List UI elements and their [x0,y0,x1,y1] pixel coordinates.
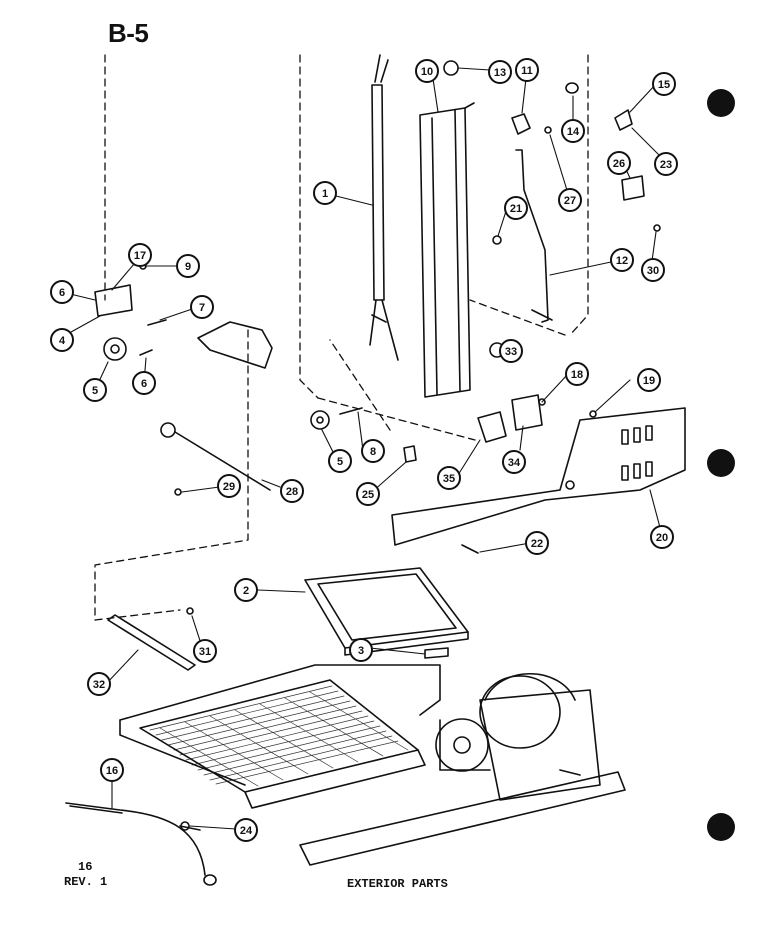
svg-text:12: 12 [616,255,628,267]
svg-text:23: 23 [660,159,672,171]
svg-text:31: 31 [199,646,211,658]
svg-text:20: 20 [656,532,668,544]
svg-text:13: 13 [494,67,506,79]
svg-text:5: 5 [337,456,343,468]
svg-text:6: 6 [59,287,65,299]
binder-dots [707,89,735,841]
callout-33: 33 [499,339,523,363]
callout-15: 15 [652,72,676,96]
callout-29: 29 [217,474,241,498]
svg-text:30: 30 [647,265,659,277]
svg-text:7: 7 [199,302,205,314]
callout-18: 18 [565,362,589,386]
callout-5b: 5 [328,449,352,473]
condenser-base [119,664,626,866]
condenser-coil [149,685,409,787]
svg-text:29: 29 [223,481,235,493]
svg-text:28: 28 [286,486,298,498]
svg-text:15: 15 [658,79,670,91]
callout-17: 17 [128,243,152,267]
callout-35: 35 [437,466,461,490]
svg-text:22: 22 [531,538,543,550]
callout-32: 32 [87,672,111,696]
callout-11: 11 [515,58,539,82]
callout-25: 25 [356,482,380,506]
callout-9: 9 [176,254,200,278]
callout-3: 3 [349,638,373,662]
callout-14: 14 [561,119,585,143]
svg-text:2: 2 [243,585,249,597]
callout-2: 2 [234,578,258,602]
svg-text:8: 8 [370,446,376,458]
revision-label: REV. 1 [64,875,108,889]
svg-text:5: 5 [92,385,98,397]
callout-26: 26 [607,151,631,175]
svg-text:27: 27 [564,195,576,207]
callout-27: 27 [558,188,582,212]
support-bar [107,607,196,671]
svg-text:34: 34 [508,457,521,469]
heater-tube [369,54,399,361]
svg-text:35: 35 [443,473,455,485]
callout-10: 10 [415,59,439,83]
callout-22: 22 [525,531,549,555]
callout-5a: 5 [83,378,107,402]
rail-panel [391,407,686,554]
svg-text:14: 14 [567,126,580,138]
callout-23: 23 [654,152,678,176]
binder-dot-middle [707,449,735,477]
callout-7: 7 [190,295,214,319]
callout-13: 13 [488,60,512,84]
callout-24: 24 [234,818,258,842]
callout-21: 21 [504,196,528,220]
svg-text:32: 32 [93,679,105,691]
power-cord [65,802,217,886]
svg-text:9: 9 [185,261,191,273]
svg-text:26: 26 [613,158,625,170]
callout-30: 30 [641,258,665,282]
page-number: 16 [78,860,93,874]
callout-6a: 6 [132,371,156,395]
svg-text:24: 24 [240,825,253,837]
callout-16: 16 [100,758,124,782]
drain-pan [304,567,469,659]
svg-text:21: 21 [510,203,522,215]
footer-caption: EXTERIOR PARTS [347,877,448,891]
callout-bubbles: 1 2 3 4 5 5 6 6 7 8 9 10 11 12 13 14 15 … [50,58,678,842]
section-title: B-5 [108,18,149,48]
svg-text:19: 19 [643,375,655,387]
callout-19: 19 [637,368,661,392]
top-fittings [443,60,661,358]
callout-31: 31 [193,639,217,663]
binder-dot-top [707,89,735,117]
binder-dot-bottom [707,813,735,841]
svg-text:3: 3 [358,645,364,657]
control-components [477,394,597,443]
svg-text:25: 25 [362,489,374,501]
svg-text:1: 1 [322,188,328,200]
svg-text:16: 16 [106,765,118,777]
svg-text:10: 10 [421,66,433,78]
svg-text:6: 6 [141,378,147,390]
drain-tube [515,149,553,323]
svg-text:11: 11 [521,65,533,77]
channel-panel [419,102,475,398]
callout-20: 20 [650,525,674,549]
cabinet-outline [94,54,589,621]
callout-8: 8 [361,439,385,463]
svg-text:18: 18 [571,369,583,381]
svg-text:33: 33 [505,346,517,358]
callout-4: 4 [50,328,74,352]
callout-1: 1 [313,181,337,205]
callout-12: 12 [610,248,634,272]
callout-34: 34 [502,450,526,474]
svg-text:17: 17 [134,250,146,262]
leader-lines [61,67,667,830]
svg-text:4: 4 [59,335,66,347]
callout-6b: 6 [50,280,74,304]
callout-28: 28 [280,479,304,503]
